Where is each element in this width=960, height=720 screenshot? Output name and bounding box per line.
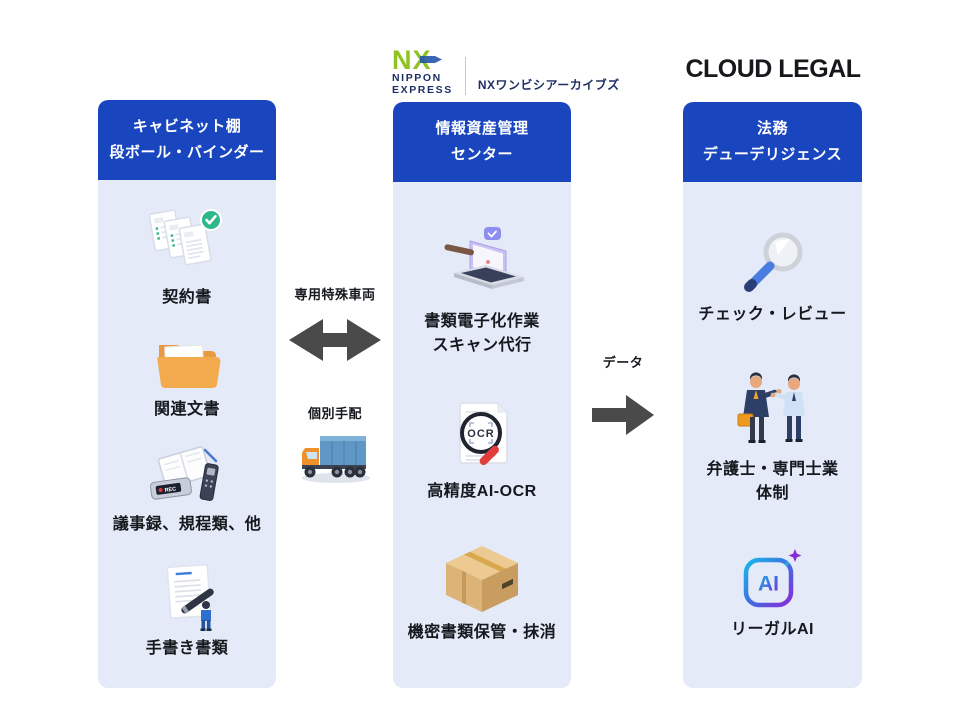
data-connector: データ [588, 352, 658, 437]
ocr-magnifier-icon: OCR [443, 397, 521, 475]
recorder-notes-icon: REC [145, 444, 229, 508]
transport-bottom-label: 個別手配 [307, 406, 362, 421]
column-source-header: キャビネット棚 段ボール・バインダー [98, 100, 276, 180]
magnifier-icon [737, 228, 809, 298]
column-legal-dd-title: 法務 デューデリジェンス [702, 119, 843, 163]
handwritten-document-icon [151, 560, 223, 632]
column-management-center-header: 情報資産管理 センター [393, 102, 571, 182]
column-legal-dd-body: チェック・レビュー [683, 182, 862, 688]
transport-connector: 専用特殊車両 個別手配 [283, 284, 387, 486]
nx-logo-arrow [420, 56, 442, 63]
data-flow-label: データ [602, 355, 644, 370]
truck-icon [302, 436, 370, 483]
column-legal-dd-header: 法務 デューデリジェンス [683, 102, 862, 182]
nx-logo-divider [464, 57, 466, 96]
item-minutes-regulations: REC 議事録、規程類、他 [113, 444, 262, 537]
column-legal-dd: 法務 デューデリジェンス チェック・レビュー [683, 102, 862, 688]
lawyer-person [737, 371, 783, 443]
sparkle-icon [783, 560, 792, 568]
item-digitization-scanning-label: 書類電子化作業 スキャン代行 [424, 312, 540, 354]
nx-logo-name-line1: NIPPON [392, 72, 442, 84]
sparkle-icon [788, 549, 802, 563]
folder-icon [150, 333, 224, 393]
item-related-documents: 関連文書 [150, 333, 224, 422]
item-check-review-label: チェック・レビュー [698, 305, 847, 323]
specialist-person [771, 373, 806, 442]
item-minutes-regulations-label: 議事録、規程類、他 [112, 516, 262, 534]
item-contracts-label: 契約書 [162, 288, 212, 306]
cardboard-box-icon [439, 542, 525, 616]
item-legal-ai-label: リーガルAI [730, 621, 814, 639]
column-source-body: 契約書 関連文書 [98, 180, 276, 688]
column-management-center-body: 書類電子化作業 スキャン代行 OCR [393, 182, 571, 688]
item-legal-ai: AI リーガルAI [731, 547, 814, 642]
column-source-title: キャビネット棚 段ボール・バインダー [109, 117, 265, 161]
tape-recorder-icon: REC [149, 477, 192, 501]
legal-ai-icon: AI [739, 547, 805, 613]
person-icon [200, 601, 212, 632]
item-check-review: チェック・レビュー [698, 228, 846, 327]
scanner-wand-icon [444, 244, 474, 256]
svg-text:OCR: OCR [467, 428, 494, 440]
bidirectional-arrow-icon [289, 319, 381, 361]
item-confidential-storage: 機密書類保管・抹消 [408, 542, 557, 645]
voice-recorder-icon [199, 463, 219, 502]
nx-logo-name-line2: EXPRESS [392, 84, 453, 97]
pen-icon [203, 449, 218, 463]
item-handwritten-documents-label: 手書き書類 [145, 640, 229, 658]
right-arrow-icon [592, 395, 654, 435]
item-ai-ocr: OCR 高精度AI-OCR [427, 397, 536, 504]
item-handwritten-documents: 手書き書類 [146, 560, 229, 661]
item-digitization-scanning: 書類電子化作業 スキャン代行 [424, 225, 540, 358]
lawyers-icon [727, 369, 817, 453]
pen-icon [181, 588, 214, 614]
svg-text:AI: AI [758, 573, 779, 596]
column-source-documents: キャビネット棚 段ボール・バインダー [98, 100, 276, 688]
transport-top-label: 専用特殊車両 [294, 287, 376, 302]
item-confidential-storage-label: 機密書類保管・抹消 [407, 624, 557, 642]
item-related-documents-label: 関連文書 [153, 400, 220, 418]
nx-service-name: NXワンビシアーカイブズ [477, 78, 620, 93]
svg-text:REC: REC [164, 487, 176, 495]
item-contracts: 契約書 [149, 207, 225, 310]
nx-logo-mark: NX [392, 46, 442, 72]
item-ai-ocr-label: 高精度AI-OCR [427, 482, 537, 500]
item-lawyers: 弁護士・専門士業 体制 [706, 369, 838, 506]
nx-logo: NX NIPPON EXPRESS NXワンビシアーカイブズ [392, 46, 620, 96]
laptop-scan-icon [438, 225, 526, 305]
column-management-center-title: 情報資産管理 センター [435, 119, 529, 163]
column-management-center: 情報資産管理 センター [393, 102, 571, 688]
cloud-legal-logo: CLOUD LEGAL [685, 55, 861, 83]
nx-logo-mark-block: NX NIPPON EXPRESS [392, 46, 453, 96]
item-lawyers-label: 弁護士・専門士業 体制 [706, 460, 839, 502]
contract-documents-icon [149, 207, 225, 281]
